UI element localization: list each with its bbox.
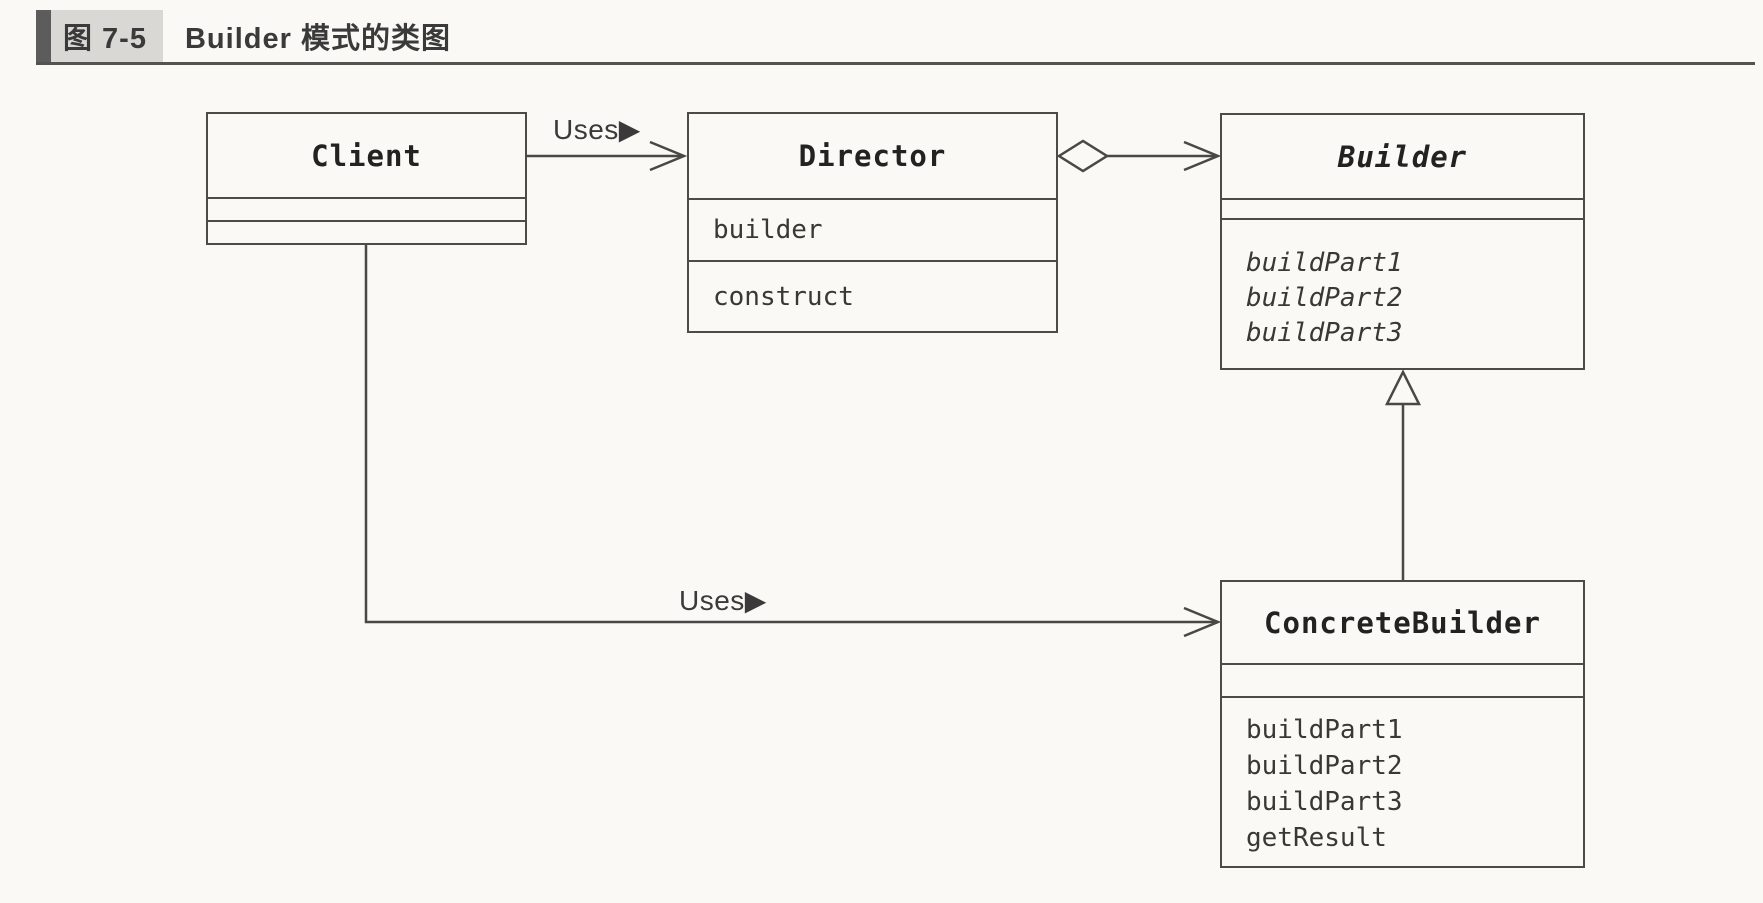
open-arrowhead-icon — [1183, 606, 1222, 638]
method-row: construct — [713, 281, 854, 312]
caption-rule — [36, 62, 1755, 65]
director-methods-compartment: construct — [689, 260, 1056, 331]
concretebuilder-methods-compartment: buildPart1 buildPart2 buildPart3 getResu… — [1222, 696, 1583, 866]
class-box-builder: Builder buildPart1 buildPart2 buildPart3 — [1220, 113, 1585, 370]
generalization-triangle-icon — [1384, 369, 1422, 406]
method-row: buildPart2 — [1246, 283, 1403, 313]
generalization-concretebuilder-builder — [1384, 369, 1422, 580]
class-name-client: Client — [311, 138, 422, 173]
client-methods-compartment — [208, 220, 525, 243]
caption-accent-bar — [36, 10, 51, 62]
builder-attributes-compartment — [1222, 198, 1583, 218]
uses-association-client-director — [527, 140, 688, 172]
director-attributes-compartment: builder — [689, 198, 1056, 260]
figure-tag: 图 7-5 — [51, 10, 163, 62]
method-row: buildPart3 — [1246, 787, 1403, 817]
method-row: buildPart2 — [1246, 751, 1403, 781]
method-row: getResult — [1246, 823, 1387, 853]
uses-label-client-director: Uses▶ — [553, 114, 641, 145]
class-name-director: Director — [798, 139, 947, 173]
class-box-concretebuilder: ConcreteBuilder buildPart1 buildPart2 bu… — [1220, 580, 1585, 868]
figure-caption: 图 7-5 Builder 模式的类图 — [36, 10, 451, 62]
attribute-row: builder — [713, 215, 823, 245]
client-attributes-compartment — [208, 197, 525, 220]
uses-label-client-concretebuilder: Uses▶ — [679, 585, 767, 616]
class-box-director: Director builder construct — [687, 112, 1058, 333]
class-box-client: Client — [206, 112, 527, 245]
uses-association-client-concretebuilder — [364, 245, 1222, 638]
open-arrowhead-icon — [649, 140, 688, 172]
class-name-concretebuilder: ConcreteBuilder — [1264, 605, 1541, 640]
figure-title: Builder 模式的类图 — [184, 23, 451, 55]
method-row: buildPart1 — [1246, 248, 1403, 278]
aggregation-director-builder — [1056, 139, 1222, 173]
concretebuilder-attributes-compartment — [1222, 663, 1583, 696]
open-arrowhead-icon — [1183, 140, 1222, 172]
aggregation-diamond-icon — [1056, 139, 1110, 173]
method-row: buildPart3 — [1246, 318, 1403, 348]
class-name-builder: Builder — [1337, 139, 1468, 174]
builder-methods-compartment: buildPart1 buildPart2 buildPart3 — [1222, 218, 1583, 368]
method-row: buildPart1 — [1246, 715, 1403, 745]
